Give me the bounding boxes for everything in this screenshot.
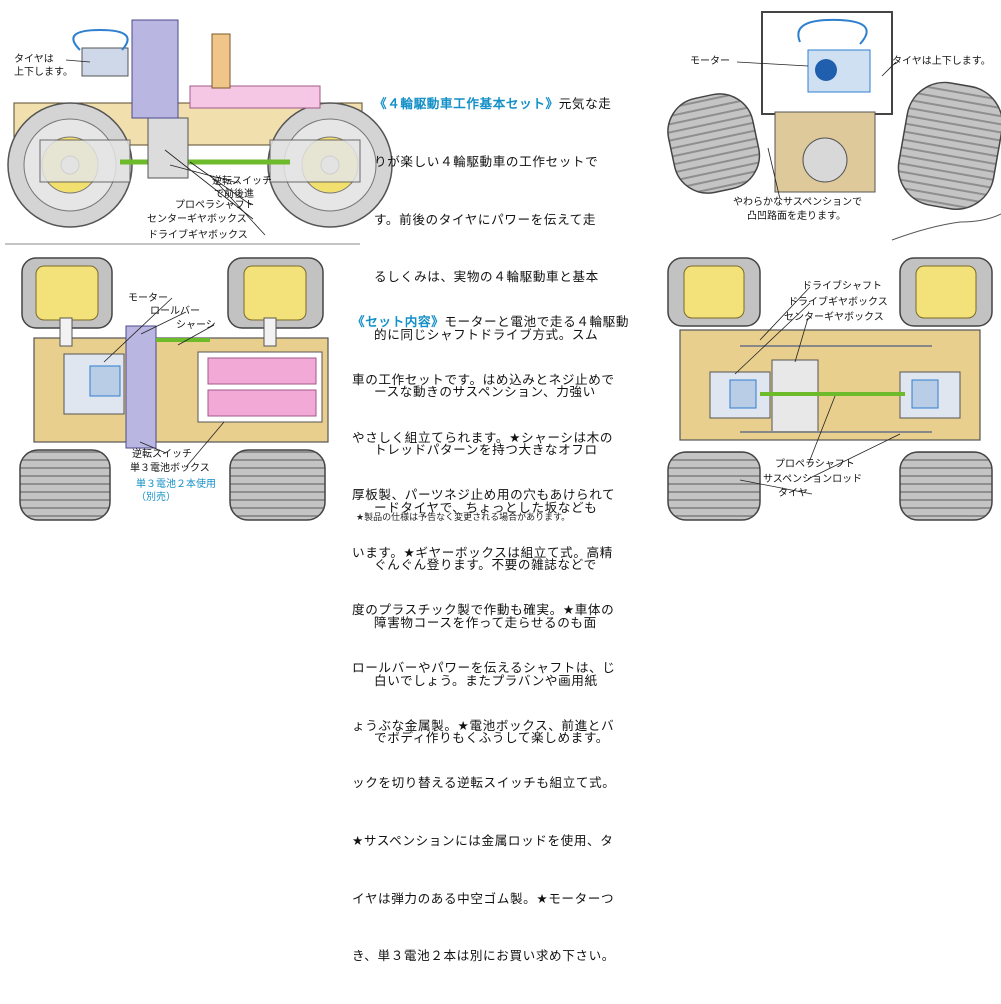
- intro-line-7: ードタイヤで、ちょっとした坂なども: [374, 499, 598, 515]
- label-tire-updown-front: タイヤは上下します。: [892, 56, 991, 67]
- intro-heading: 《４輪駆動車工作基本セット》: [374, 96, 559, 112]
- label-suspension-note-2: 凸凹路面を走ります。: [747, 211, 846, 222]
- top-view-left-diagram: [19, 257, 329, 521]
- label-reverse-switch-top: 逆転スイッチ: [132, 449, 192, 460]
- contents-paragraph: 《セット内容》モーターと電池で走る４輪駆動 車の工作セットです。はめ込みとネジ止…: [352, 274, 629, 1004]
- label-reverse-switch-2: で前後進: [214, 189, 254, 200]
- label-tire-updown-1: タイヤは: [14, 54, 54, 65]
- contents-line-9: ★サスペンションには金属ロッドを使用、タ: [352, 832, 614, 848]
- label-tire: タイヤ: [778, 488, 808, 499]
- label-drive-gearbox-top: ドライブギヤボックス: [788, 297, 888, 308]
- contents-line-8: ックを切り替える逆転スイッチも組立て式。: [352, 775, 616, 791]
- contents-line-3: 厚板製、パーツネジ止め用の穴もあけられて: [352, 487, 616, 503]
- intro-line-1: りが楽しい４輪駆動車の工作セットで: [374, 154, 599, 170]
- contents-line-11: き、単３電池２本は別にお買い求め下さい。: [352, 948, 615, 964]
- footnote: ★製品の仕様は予告なく変更される場合があります。: [356, 513, 571, 523]
- label-suspension-rod: サスペンションロッド: [763, 474, 863, 485]
- label-center-gearbox: センターギヤボックス: [147, 214, 247, 225]
- label-tire-updown-2: 上下します。: [14, 67, 73, 78]
- contents-line-1: 車の工作セットです。はめ込みとネジ止めで: [352, 372, 615, 388]
- label-chassis: シャーシ: [176, 320, 216, 331]
- intro-line-5: ースな動きのサスペンション、力強い: [374, 384, 596, 400]
- label-battery-use-2: （別売）: [136, 492, 176, 503]
- contents-line-6: ロールバーやパワーを伝えるシャフトは、じ: [352, 660, 616, 676]
- illustrations: [5, 11, 1001, 521]
- label-battery-box: 単３電池ボックス: [130, 463, 210, 474]
- contents-line-5: 度のプラスチック製で作動も確実。★車体の: [352, 602, 615, 618]
- front-view-diagram: [667, 11, 1001, 241]
- contents-line-7: ょうぶな金属製。★電池ボックス、前進とバ: [352, 717, 615, 733]
- intro-line-4: 的に同じシャフトドライブ方式。スム: [374, 326, 599, 342]
- label-drive-gearbox: ドライブギヤボックス: [148, 230, 248, 241]
- contents-line-2: やさしく組立てられます。★シャーシは木の: [352, 429, 614, 445]
- label-motor-top: モーター: [128, 293, 168, 304]
- contents-line-4: います。★ギヤーボックスは組立て式。高精: [352, 544, 613, 560]
- label-propeller-shaft: プロペラシャフト: [175, 200, 255, 211]
- contents-heading: 《セット内容》: [352, 314, 445, 330]
- label-rollbar: ロールバー: [150, 306, 200, 317]
- label-battery-use-1: 単３電池２本使用: [136, 479, 216, 490]
- label-drive-shaft: ドライブシャフト: [802, 281, 882, 292]
- label-center-gearbox-top: センターギヤボックス: [784, 312, 884, 323]
- side-view-diagram: [5, 19, 393, 245]
- label-motor-front: モーター: [690, 56, 730, 67]
- label-propeller-shaft-top: プロペラシャフト: [775, 459, 855, 470]
- contents-line-10: イヤは弾力のある中空ゴム製。★モーターつ: [352, 890, 615, 906]
- intro-line-2: す。前後のタイヤにパワーを伝えて走: [374, 211, 597, 227]
- intro-line-6: トレッドパターンを持つ大きなオフロ: [374, 442, 598, 458]
- top-view-right-diagram: [667, 257, 993, 521]
- leader-lines: [65, 59, 901, 495]
- label-reverse-switch-1: 逆転スイッチ: [212, 176, 272, 187]
- contents-line-0: モーターと電池で走る４輪駆動: [444, 314, 630, 330]
- intro-line-3: るしくみは、実物の４輪駆動車と基本: [374, 269, 599, 285]
- manual-page: タイヤは 上下します。 逆転スイッチ で前後進 プロペラシャフト センターギヤボ…: [5, 11, 1001, 963]
- intro-line-0: 元気な走: [558, 96, 612, 112]
- label-suspension-note-1: やわらかなサスペンションで: [733, 197, 863, 208]
